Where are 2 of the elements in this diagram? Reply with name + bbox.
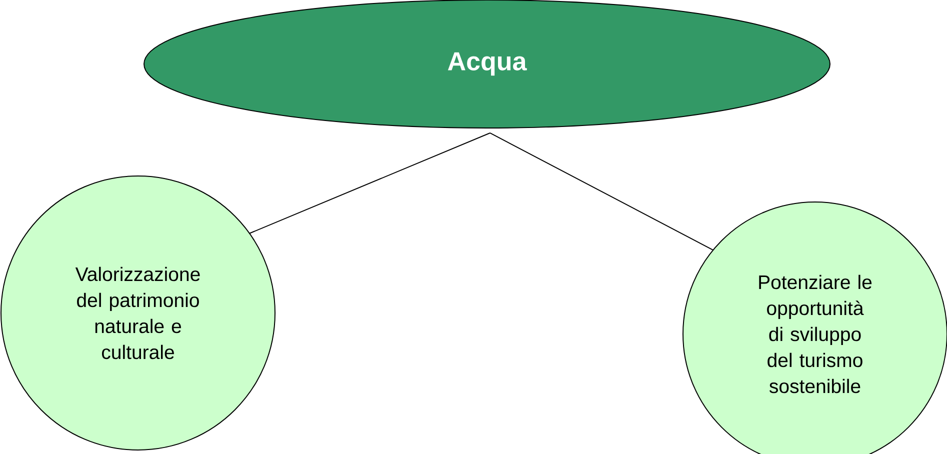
connector-line	[490, 132, 714, 251]
connector-line	[249, 132, 490, 234]
